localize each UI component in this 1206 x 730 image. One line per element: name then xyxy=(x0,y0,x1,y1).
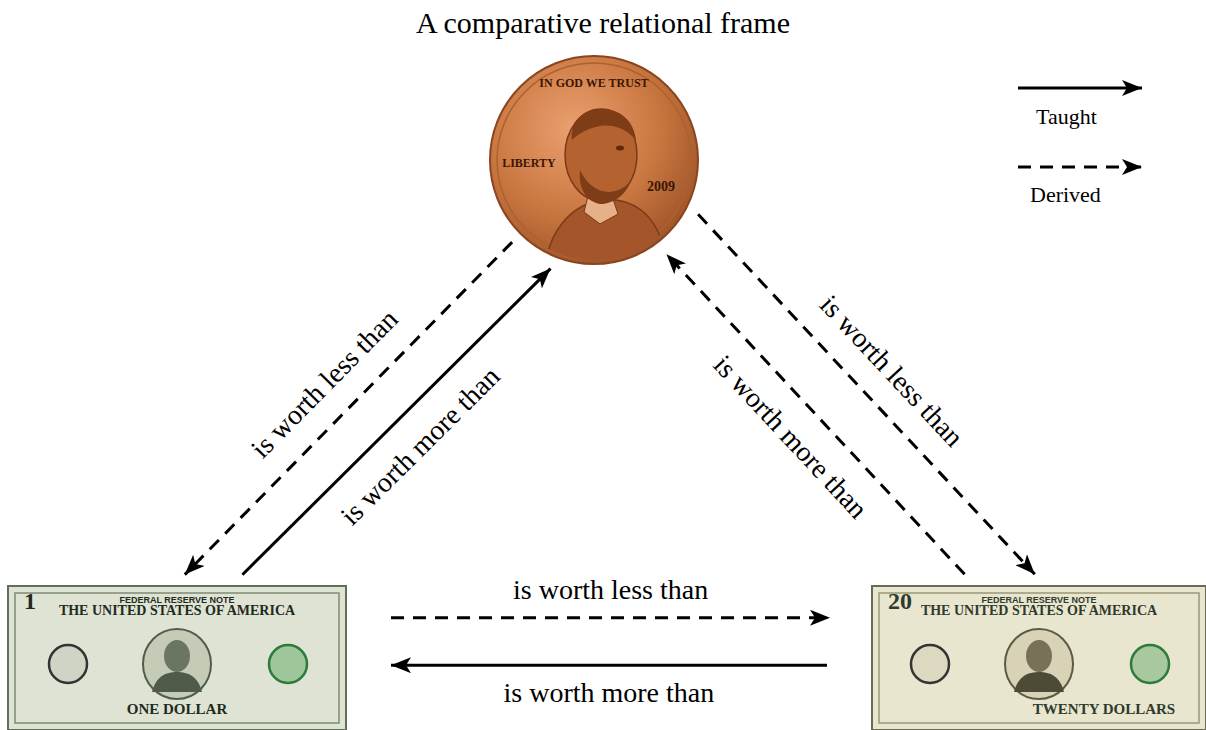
edge-label: is worth more than xyxy=(332,358,508,534)
one-dollar-bill: FEDERAL RESERVE NOTETHE UNITED STATES OF… xyxy=(8,586,346,730)
derived-arrow xyxy=(391,616,830,619)
bill-body xyxy=(872,586,1206,730)
portrait-shoulders xyxy=(1014,672,1064,692)
edge-label: is worth less than xyxy=(510,574,711,606)
lincoln-hair xyxy=(572,109,636,140)
node-text: 20 xyxy=(888,588,912,616)
lincoln-beard xyxy=(580,170,630,204)
legend-text: Taught xyxy=(1036,104,1097,129)
legend-solid-arrow xyxy=(1018,87,1142,90)
node-text-slot: ONE DOLLAR xyxy=(127,700,227,718)
bill-border xyxy=(879,593,1199,723)
node-text-slot: THE UNITED STATES OF AMERICA xyxy=(921,601,1157,619)
edge-label: is worth less than xyxy=(811,287,972,456)
legend-text: Derived xyxy=(1030,182,1101,207)
edge-label-slot: is worth more than xyxy=(332,358,508,534)
bank-seal xyxy=(911,645,949,683)
node-text-slot: 1 xyxy=(24,588,36,616)
node-text-slot: TWENTY DOLLARS xyxy=(1033,700,1175,718)
treasury-seal xyxy=(1131,645,1169,683)
legend-text-slot: Taught xyxy=(1036,104,1097,129)
node-text: 1 xyxy=(24,588,36,616)
node-text: THE UNITED STATES OF AMERICA xyxy=(921,603,1157,619)
bill-body xyxy=(8,586,346,730)
node-text-slot: 20 xyxy=(888,588,912,616)
edge-label: is worth more than xyxy=(501,677,718,709)
edge-label-slot: is worth less than xyxy=(510,574,711,606)
edge-label-slot: is worth less than xyxy=(811,287,972,456)
edge-label-slot: is worth more than xyxy=(705,347,876,528)
diagram-title: A comparative relational frame xyxy=(416,6,790,41)
node-text: 2009 xyxy=(647,179,675,195)
portrait-frame xyxy=(1005,629,1073,699)
legend-text-slot: Derived xyxy=(1030,182,1101,207)
node-text-slot: THE UNITED STATES OF AMERICA xyxy=(59,601,295,619)
edge-label-slot: is worth less than xyxy=(242,302,406,468)
node-text: LIBERTY xyxy=(502,157,556,171)
portrait-frame xyxy=(143,629,211,699)
node-text: THE UNITED STATES OF AMERICA xyxy=(59,603,295,619)
twenty-dollar-bill: FEDERAL RESERVE NOTETHE UNITED STATES OF… xyxy=(872,586,1206,730)
bill-border xyxy=(15,593,339,723)
node-text-slot: LIBERTY xyxy=(502,153,556,171)
taught-arrow xyxy=(242,269,550,575)
diagram-title-slot: A comparative relational frame xyxy=(416,6,790,41)
portrait-shoulders xyxy=(152,672,202,692)
derived-arrow xyxy=(698,214,1035,574)
penny-coin: IN GOD WE TRUST LIBERTY 2009 xyxy=(489,55,699,265)
portrait-head xyxy=(1026,640,1052,672)
taught-arrow xyxy=(391,664,827,667)
edge-label: is worth more than xyxy=(705,347,876,528)
one-dollar-illustration xyxy=(8,586,346,730)
legend-dashed-arrow xyxy=(1018,166,1142,169)
derived-arrow xyxy=(185,242,512,574)
penny-illustration xyxy=(490,56,698,270)
node-text: TWENTY DOLLARS xyxy=(1033,701,1175,718)
node-text: ONE DOLLAR xyxy=(127,701,227,718)
bank-seal xyxy=(49,645,87,683)
treasury-seal xyxy=(269,645,307,683)
node-text-slot: IN GOD WE TRUST xyxy=(539,73,648,91)
edge-label-slot: is worth more than xyxy=(501,677,718,709)
edge-label: is worth less than xyxy=(242,301,406,467)
node-text: IN GOD WE TRUST xyxy=(539,77,648,91)
portrait-head xyxy=(164,640,190,672)
lincoln-eye xyxy=(616,146,624,151)
node-text-slot: 2009 xyxy=(647,177,675,195)
twenty-dollar-illustration xyxy=(872,586,1206,730)
